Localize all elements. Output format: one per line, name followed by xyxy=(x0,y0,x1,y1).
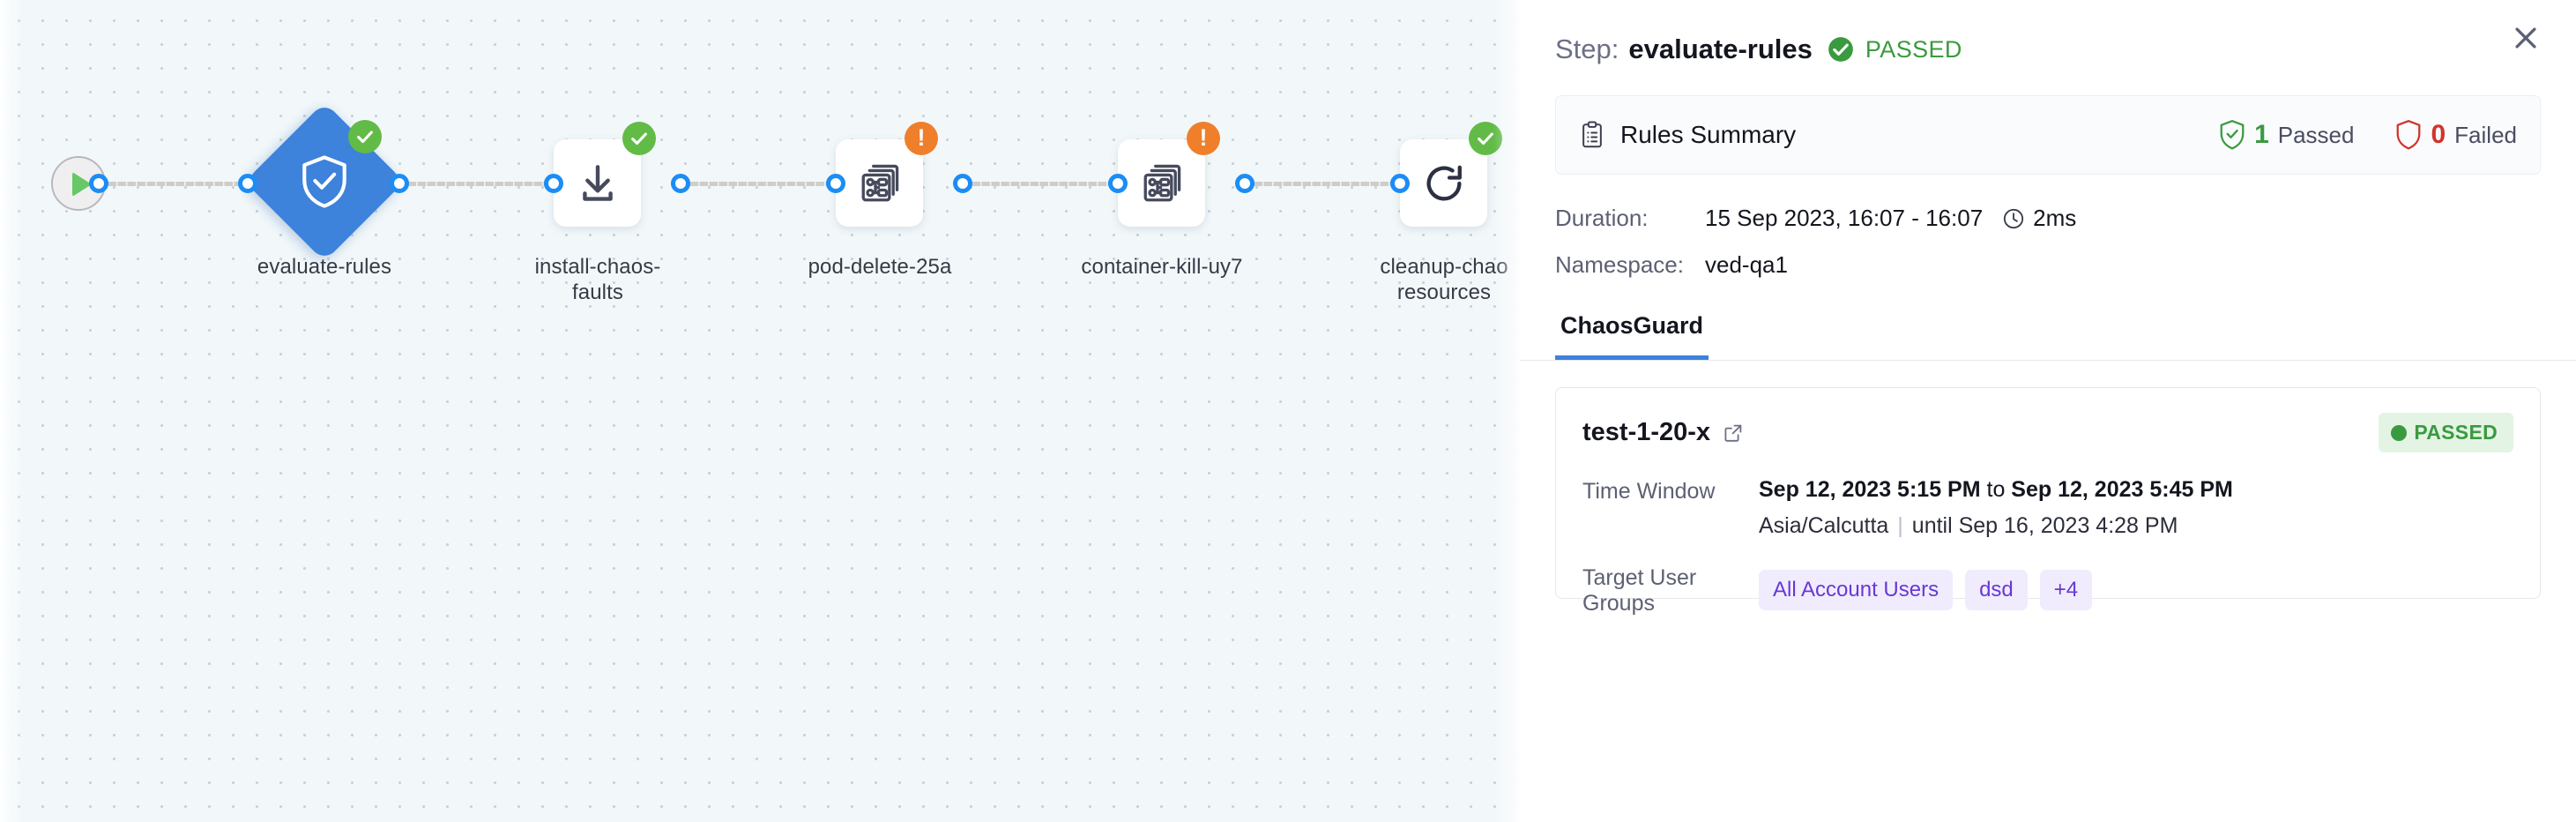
test-status-text: PASSED xyxy=(2414,421,2498,444)
close-icon[interactable] xyxy=(2502,14,2550,62)
time-window-until: until Sep 16, 2023 4:28 PM xyxy=(1911,513,2178,538)
namespace-value: ved-qa1 xyxy=(1705,251,1788,278)
edge-ticks xyxy=(679,182,836,186)
node-label-install-chaos-faults: install-chaos-faults xyxy=(534,255,661,305)
status-badge-warning: ! xyxy=(1187,122,1220,155)
port-evaluate-rules-out[interactable] xyxy=(390,174,409,193)
time-window-end: Sep 12, 2023 5:45 PM xyxy=(2011,477,2233,502)
port-pod-delete-25a-out[interactable] xyxy=(953,174,972,193)
test-name: test-1-20-x xyxy=(1582,418,1711,446)
status-badge-warning: ! xyxy=(905,122,938,155)
rules-failed-count: 0 xyxy=(2431,120,2446,149)
status-dot-icon xyxy=(2391,424,2408,441)
check-circle-icon xyxy=(1827,35,1855,64)
edge-ticks xyxy=(97,182,252,186)
port-start-out[interactable] xyxy=(89,174,108,193)
rules-summary-title: Rules Summary xyxy=(1620,121,1797,148)
time-window-joiner: to xyxy=(1980,477,2012,502)
duration-value-group: 15 Sep 2023, 16:07 - 16:07 2ms xyxy=(1705,205,2076,232)
duration-key: Duration: xyxy=(1555,205,1649,231)
chaos-fault-icon xyxy=(1118,139,1205,227)
port-pod-delete-25a-in[interactable] xyxy=(826,174,845,193)
download-icon xyxy=(554,139,641,227)
separator: | xyxy=(1897,513,1903,538)
external-link-icon[interactable] xyxy=(1723,422,1744,444)
port-container-kill-uy7-out[interactable] xyxy=(1235,174,1254,193)
edge-ticks xyxy=(1243,182,1400,186)
rules-failed-label: Failed xyxy=(2454,121,2517,148)
chaosguard-test-card: test-1-20-x PASSED Time Window Sep 12, 2… xyxy=(1555,387,2541,616)
port-cleanup-chaos-resources-in[interactable] xyxy=(1390,174,1410,193)
rules-passed-count: 1 xyxy=(2254,120,2269,149)
panel-header: Step: evaluate-rules PASSED xyxy=(1520,0,2576,65)
exclamation-glyph: ! xyxy=(917,123,926,151)
step-label: Step: xyxy=(1555,34,1619,64)
node-evaluate-rules[interactable] xyxy=(244,101,405,262)
clock-icon xyxy=(2002,207,2025,230)
refresh-icon xyxy=(1400,139,1487,227)
port-container-kill-uy7-in[interactable] xyxy=(1108,174,1128,193)
namespace-row: Namespace: ved-qa1 xyxy=(1555,251,2541,279)
node-label-evaluate-rules: evaluate-rules xyxy=(257,255,392,279)
node-container-kill-uy7[interactable]: ! xyxy=(1118,122,1220,227)
edge-ticks xyxy=(961,182,1118,186)
pipeline-canvas[interactable]: evaluate-rules install-chaos-faults xyxy=(0,0,1520,822)
time-window-start: Sep 12, 2023 5:15 PM xyxy=(1759,477,1981,502)
rules-passed-label: Passed xyxy=(2277,121,2355,148)
rules-summary-card: Rules Summary 1 Passed 0 Failed xyxy=(1555,95,2541,175)
rules-failed-stat: 0 Failed xyxy=(2394,119,2517,151)
user-group-chip[interactable]: dsd xyxy=(1965,570,2028,610)
node-pod-delete-25a[interactable]: ! xyxy=(836,122,938,227)
shield-check-icon xyxy=(245,102,404,261)
test-card-header: test-1-20-x PASSED xyxy=(1582,413,2513,452)
namespace-key: Namespace: xyxy=(1555,251,1684,278)
page-title: evaluate-rules xyxy=(1628,34,1813,64)
node-cleanup-chaos-resources[interactable] xyxy=(1400,122,1502,227)
tab-chaosguard[interactable]: ChaosGuard xyxy=(1555,298,1709,360)
edge-ticks xyxy=(397,182,554,186)
time-window-key: Time Window xyxy=(1582,479,1716,504)
exclamation-glyph: ! xyxy=(1199,123,1208,151)
test-status-pill: PASSED xyxy=(2379,413,2513,452)
node-label-container-kill-uy7: container-kill-uy7 xyxy=(1081,255,1243,279)
target-user-groups-row: Target User Groups All Account Users dsd… xyxy=(1582,564,2513,616)
port-install-chaos-faults-out[interactable] xyxy=(671,174,690,193)
step-details-panel: Step: evaluate-rules PASSED Rules Summar… xyxy=(1520,0,2576,822)
user-group-chip-overflow[interactable]: +4 xyxy=(2039,570,2093,610)
status-badge-success xyxy=(622,122,656,155)
duration-elapsed: 2ms xyxy=(2033,205,2077,231)
play-icon xyxy=(72,172,92,197)
status-badge-success xyxy=(348,120,382,153)
duration-row: Duration: 15 Sep 2023, 16:07 - 16:07 2ms xyxy=(1555,205,2541,232)
target-user-groups-key: Target User Groups xyxy=(1582,565,1697,616)
panel-tabs: ChaosGuard xyxy=(1520,298,2576,361)
duration-value: 15 Sep 2023, 16:07 - 16:07 xyxy=(1705,205,1984,231)
time-window-subline: Asia/Calcutta | until Sep 16, 2023 4:28 PM xyxy=(1759,513,2233,539)
time-window-range: Sep 12, 2023 5:15 PM to Sep 12, 2023 5:4… xyxy=(1759,477,2233,503)
port-evaluate-rules-in[interactable] xyxy=(238,174,257,193)
node-install-chaos-faults[interactable] xyxy=(554,122,656,227)
node-label-pod-delete-25a: pod-delete-25a xyxy=(808,255,952,279)
shield-check-green-icon xyxy=(2218,119,2246,151)
time-window-value: Sep 12, 2023 5:15 PM to Sep 12, 2023 5:4… xyxy=(1759,477,2233,539)
rules-passed-stat: 1 Passed xyxy=(2218,119,2354,151)
clipboard-icon xyxy=(1579,121,1605,149)
port-install-chaos-faults-in[interactable] xyxy=(544,174,563,193)
chaos-fault-icon xyxy=(836,139,923,227)
shield-red-icon xyxy=(2394,119,2423,151)
step-meta: Duration: 15 Sep 2023, 16:07 - 16:07 2ms… xyxy=(1555,205,2541,279)
user-group-chip[interactable]: All Account Users xyxy=(1759,570,1954,610)
time-window-timezone: Asia/Calcutta xyxy=(1759,513,1889,538)
status-badge: PASSED xyxy=(1865,35,1962,63)
time-window-row: Time Window Sep 12, 2023 5:15 PM to Sep … xyxy=(1582,477,2513,539)
status-badge-success xyxy=(1469,122,1502,155)
target-user-groups-chips: All Account Users dsd +4 xyxy=(1759,564,2104,616)
